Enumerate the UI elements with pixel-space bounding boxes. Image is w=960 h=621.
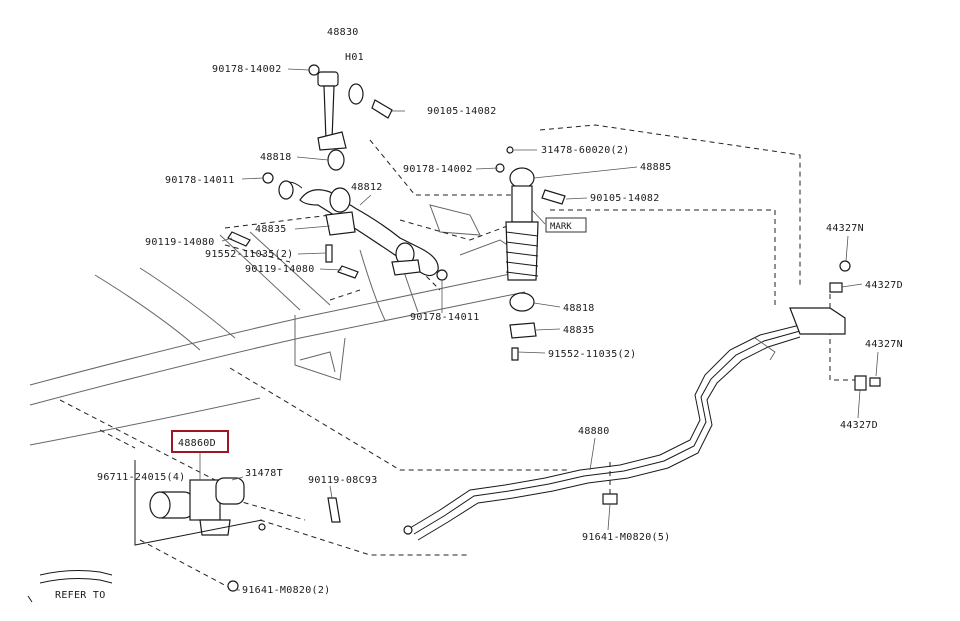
label-44327n-a: 44327N [826, 223, 864, 234]
hydraulic-lines[interactable] [403, 260, 881, 541]
label-90178-14002-a: 90178-14002 [212, 64, 282, 75]
label-90119-14080-a: 90119-14080 [145, 237, 215, 248]
part-labels: 48830 H01 90178-14002 90105-14082 48818 … [55, 27, 903, 601]
label-90178-14002-b: 90178-14002 [403, 164, 473, 175]
label-96711-24015: 96711-24015(4) [97, 472, 186, 483]
label-31478t: 31478T [245, 468, 283, 479]
label-90178-14011-a: 90178-14011 [165, 175, 235, 186]
label-48835-a: 48835 [255, 224, 287, 235]
label-90178-14011-b: 90178-14011 [410, 312, 480, 323]
label-48818-b: 48818 [563, 303, 595, 314]
height-control-valve[interactable] [27, 460, 341, 603]
label-44327d-b: 44327D [840, 420, 878, 431]
label-44327d-a: 44327D [865, 280, 903, 291]
label-90105-14082-b: 90105-14082 [590, 193, 660, 204]
label-48860d: 48860D [178, 438, 216, 449]
label-48880: 48880 [578, 426, 610, 437]
label-90105-14082-a: 90105-14082 [427, 106, 497, 117]
label-44327n-b: 44327N [865, 339, 903, 350]
leader-lines [199, 68, 879, 591]
label-h01: H01 [345, 52, 364, 63]
vehicle-frame [29, 204, 526, 446]
shock-absorber[interactable] [495, 146, 566, 361]
label-48812: 48812 [351, 182, 383, 193]
label-refer-to: REFER TO [55, 590, 106, 601]
label-48818-a: 48818 [260, 152, 292, 163]
stabilizer-link[interactable] [262, 64, 393, 184]
label-48835-b: 48835 [563, 325, 595, 336]
label-91552-11035-a: 91552-11035(2) [205, 249, 294, 260]
label-91641-m0820-a: 91641-M0820(5) [582, 532, 671, 543]
label-48830: 48830 [327, 27, 359, 38]
label-mark: MARK [550, 222, 572, 232]
stabilizer-bar[interactable] [278, 180, 439, 277]
label-48885: 48885 [640, 162, 672, 173]
label-91641-m0820-b: 91641-M0820(2) [242, 585, 331, 596]
reference-lines [59, 124, 855, 589]
label-31478-60020: 31478-60020(2) [541, 145, 630, 156]
label-90119-14080-b: 90119-14080 [245, 264, 315, 275]
label-90119-08c93: 90119-08C93 [308, 475, 378, 486]
label-91552-11035-b: 91552-11035(2) [548, 349, 637, 360]
